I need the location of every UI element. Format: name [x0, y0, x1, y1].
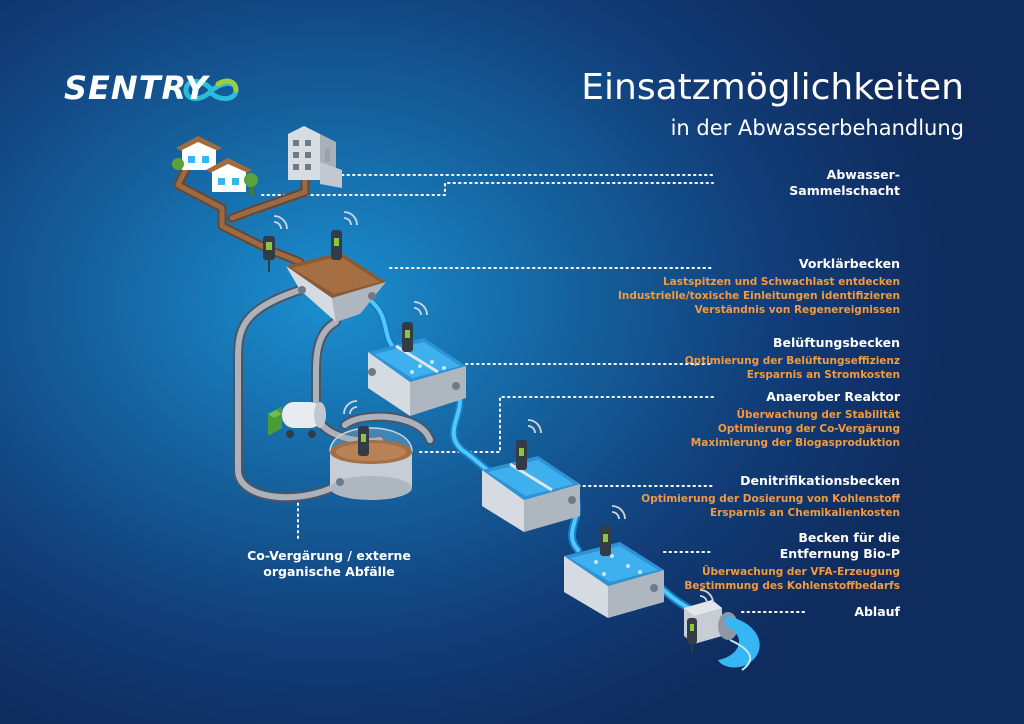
label-bio-p: Becken für die Entfernung Bio-P Überwach…	[684, 530, 900, 593]
leader-anaerob	[419, 396, 714, 453]
label-denitrifikationsbecken: Denitrifikationsbecken Optimierung der D…	[641, 473, 900, 520]
stage-benefit: Industrielle/toxische Einleitungen ident…	[617, 290, 900, 302]
stage-benefit: Überwachung der Stabilität	[736, 409, 900, 421]
left-label-line: Co-Vergärung / externe	[247, 548, 411, 563]
stage-title: Abwasser-	[826, 167, 900, 182]
tanker-truck-icon	[268, 402, 326, 438]
anaerober-reaktor-tank	[329, 400, 413, 500]
stage-title: Anaerober Reaktor	[766, 389, 900, 404]
label-vorklaerbecken: Vorklärbecken Lastspitzen und Schwachlas…	[618, 256, 900, 317]
stage-benefit: Bestimmung des Kohlenstoffbedarfs	[684, 580, 900, 592]
page-title: Einsatzmöglichkeiten	[581, 67, 964, 108]
stage-benefit: Lastspitzen und Schwachlast entdecken	[662, 276, 900, 288]
stage-benefit: Maximierung der Biogasproduktion	[690, 437, 900, 449]
stage-title: Sammelschacht	[789, 183, 900, 198]
page-subtitle: in der Abwasserbehandlung	[670, 116, 964, 140]
leader-lines	[261, 174, 809, 613]
junction-sensor-icon	[263, 215, 288, 272]
factory-icon	[288, 126, 342, 188]
houses-icon	[172, 136, 258, 196]
stage-benefit: Optimierung der Co-Vergärung	[717, 423, 900, 435]
stage-benefit: Optimierung der Belüftungseffizienz	[684, 355, 900, 367]
label-anaerober-reaktor: Anaerober Reaktor Überwachung der Stabil…	[691, 389, 900, 450]
stage-title: Ablauf	[854, 604, 900, 619]
belueftungsbecken-tank	[368, 301, 466, 416]
label-co-vergaerung: Co-Vergärung / externe organische Abfäll…	[224, 548, 434, 580]
stage-title: Belüftungsbecken	[773, 335, 900, 350]
stage-title: Becken für die	[798, 530, 900, 545]
ablauf-outflow	[684, 589, 760, 671]
stage-benefit: Verständnis von Regenereignissen	[694, 304, 900, 316]
stage-benefit: Ersparnis an Stromkosten	[746, 369, 900, 381]
label-abwasser-sammelschacht: Abwasser- Sammelschacht	[789, 167, 900, 199]
stage-benefit: Überwachung der VFA-Erzeugung	[701, 566, 900, 578]
label-ablauf: Ablauf	[854, 604, 900, 620]
stage-title: Entfernung Bio-P	[779, 546, 900, 561]
stage-benefit: Ersparnis an Chemikalienkosten	[709, 507, 900, 519]
leader-abwasser-2	[261, 182, 714, 196]
denitrifikationsbecken-tank	[482, 419, 580, 532]
sentry-logo: SENTRY	[64, 69, 209, 107]
infinity-icon	[183, 78, 239, 101]
stage-title: Denitrifikationsbecken	[740, 473, 900, 488]
vorklaerbecken-tank	[286, 211, 386, 322]
bio-p-tank	[564, 505, 664, 618]
label-belueftungsbecken: Belüftungsbecken Optimierung der Belüftu…	[685, 335, 900, 382]
left-label-line: organische Abfälle	[263, 564, 395, 579]
stage-title: Vorklärbecken	[798, 256, 900, 271]
stage-benefit: Optimierung der Dosierung von Kohlenstof…	[641, 493, 900, 505]
